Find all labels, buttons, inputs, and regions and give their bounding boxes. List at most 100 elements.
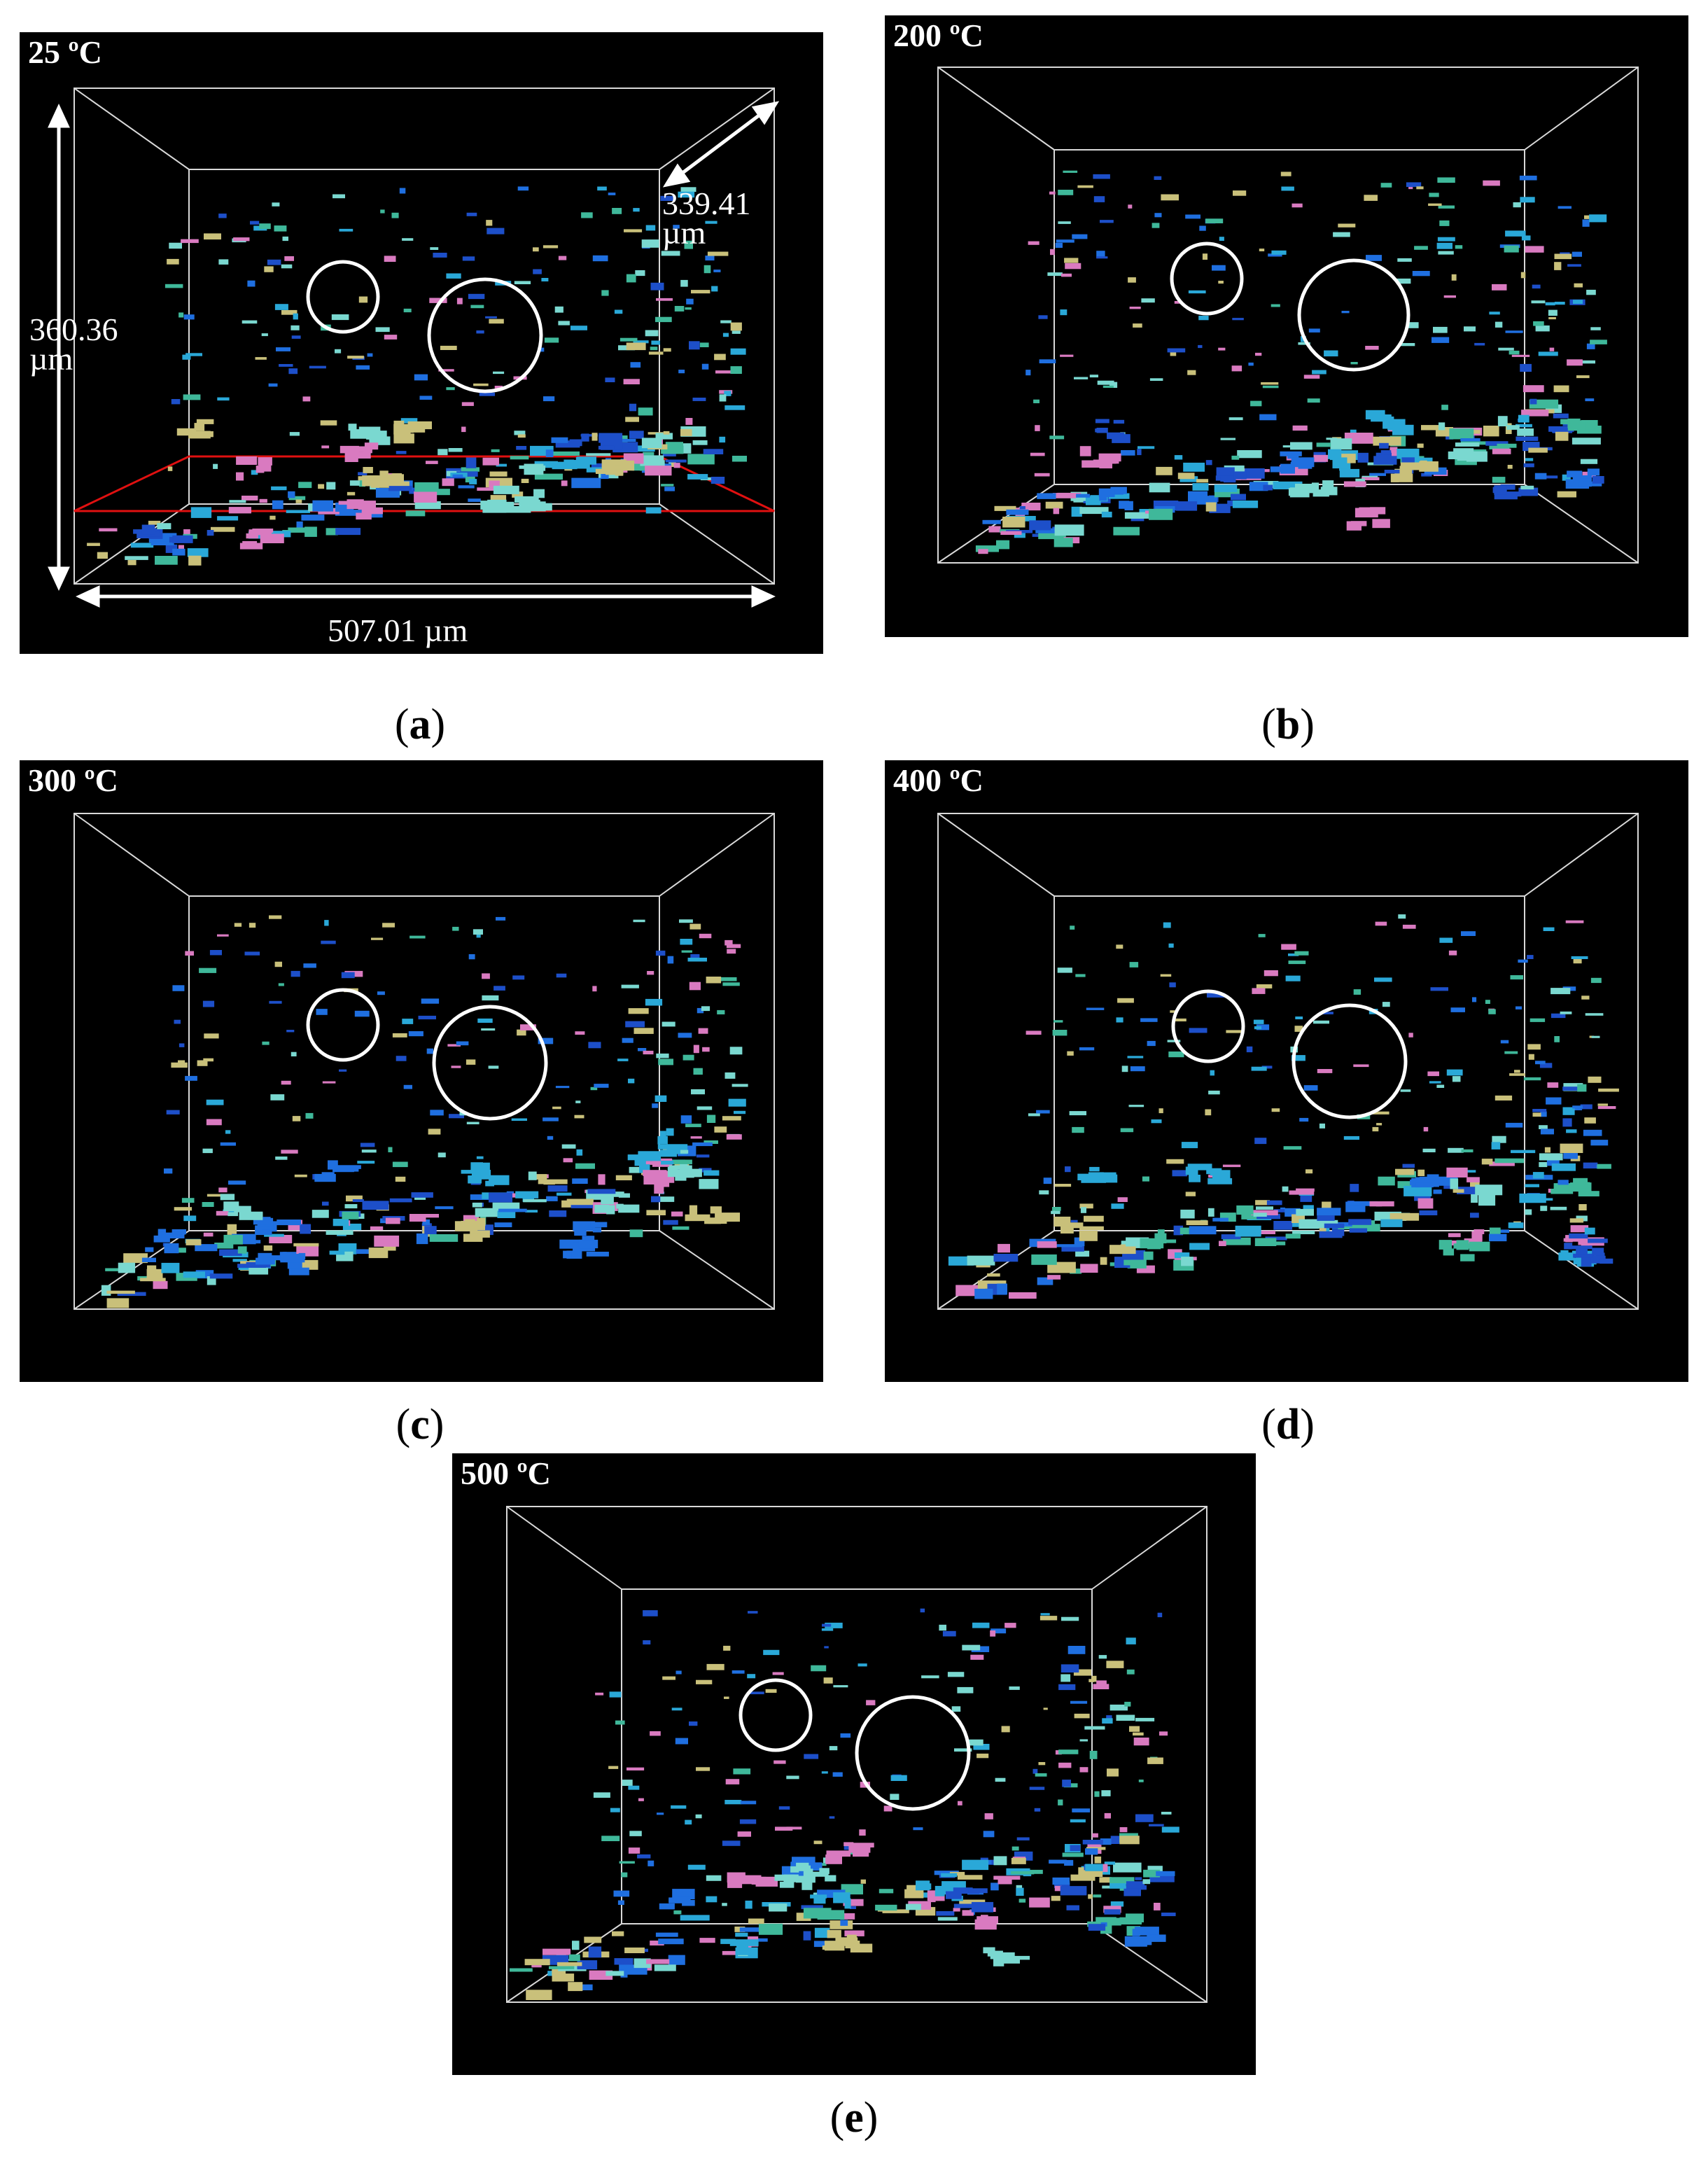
pore-fragment — [1034, 1808, 1041, 1812]
pore-fragment — [461, 467, 479, 472]
pore-fragment — [1180, 476, 1198, 482]
pore-fragment — [339, 228, 354, 232]
pore-fragment — [1317, 1208, 1341, 1216]
temperature-label: 300 ºC — [28, 762, 118, 798]
pore-fragment — [352, 1199, 364, 1202]
pore-fragment — [1298, 342, 1310, 345]
pore-fragment — [1060, 1886, 1087, 1896]
pore-fragment — [1110, 1883, 1126, 1889]
pore-fragment — [1075, 1250, 1090, 1257]
pore-fragment — [393, 433, 414, 444]
pore-fragment — [833, 1685, 848, 1688]
pore-fragment — [1380, 450, 1392, 455]
pore-fragment — [1116, 1017, 1124, 1023]
pore-fragment — [1226, 1030, 1242, 1033]
pore-fragment — [1319, 1231, 1343, 1238]
pore-fragment — [344, 1204, 358, 1209]
pore-fragment — [1322, 480, 1334, 489]
pore-fragment — [302, 396, 311, 402]
pore-fragment — [1517, 428, 1534, 436]
pore-fragment — [202, 1148, 213, 1154]
pore-fragment — [1210, 1070, 1214, 1076]
caption-e: (e) — [830, 2094, 878, 2141]
pore-fragment — [1292, 1055, 1306, 1061]
pore-fragment — [1464, 326, 1476, 332]
pore-fragment — [658, 1938, 684, 1945]
pore-fragment — [563, 1158, 573, 1163]
pore-fragment — [1470, 1213, 1479, 1218]
pore-fragment — [296, 521, 303, 531]
pore-fragment — [1461, 454, 1484, 461]
pore-fragment — [614, 1958, 634, 1965]
pore-fragment — [990, 1882, 999, 1891]
pore-fragment — [725, 1779, 740, 1784]
pore-fragment — [1214, 484, 1238, 492]
pore-fragment — [496, 916, 506, 921]
pore-fragment — [1058, 1684, 1076, 1691]
pore-fragment — [1049, 435, 1065, 440]
pore-fragment — [1375, 921, 1387, 926]
pore-fragment — [264, 266, 274, 272]
pore-fragment — [1189, 1226, 1217, 1235]
pore-fragment — [185, 1075, 197, 1081]
pore-fragment — [680, 279, 688, 287]
pore-fragment — [1590, 340, 1607, 344]
pore-fragment — [663, 348, 671, 352]
pore-fragment — [724, 939, 733, 946]
pore-fragment — [1245, 468, 1265, 479]
pore-fragment — [650, 347, 658, 351]
pore-fragment — [574, 1115, 584, 1119]
pore-cluster — [101, 915, 748, 1308]
pore-fragment — [472, 1202, 482, 1208]
pore-fragment — [627, 1154, 640, 1161]
pore-fragment — [921, 1675, 939, 1679]
pore-fragment — [679, 919, 693, 923]
pore-fragment — [1110, 1704, 1128, 1711]
pore-fragment — [859, 1829, 866, 1836]
pore-fragment — [1101, 1790, 1111, 1796]
pore-fragment — [724, 391, 732, 396]
pore-fragment — [542, 245, 559, 249]
pore-fragment — [601, 290, 609, 296]
pore-fragment — [1491, 1142, 1501, 1150]
pore-fragment — [623, 379, 640, 384]
pore-fragment — [937, 1917, 958, 1921]
pore-fragment — [875, 1904, 897, 1911]
pore-fragment — [652, 1103, 659, 1108]
pore-fragment — [337, 1165, 361, 1169]
pore-cluster — [975, 170, 1607, 554]
pore-fragment — [804, 1754, 819, 1759]
pore-fragment — [646, 1171, 661, 1180]
pore-fragment — [1107, 1768, 1119, 1777]
pore-fragment — [715, 1213, 740, 1222]
pore-fragment — [824, 1646, 829, 1649]
pore-fragment — [825, 1622, 843, 1628]
pore-fragment — [1294, 951, 1309, 956]
pore-fragment — [1583, 1129, 1602, 1136]
pore-fragment — [414, 491, 438, 503]
pore-fragment — [1033, 399, 1040, 403]
pore-fragment — [1256, 1206, 1273, 1210]
pore-fragment — [580, 434, 598, 437]
pore-fragment — [477, 487, 498, 491]
pore-fragment — [488, 1065, 499, 1069]
pore-fragment — [1353, 989, 1362, 995]
pore-fragment — [920, 1608, 925, 1613]
pore-fragment — [118, 1262, 136, 1273]
pore-fragment — [693, 1044, 699, 1054]
pore-fragment — [164, 1168, 173, 1174]
pore-fragment — [595, 1692, 604, 1696]
pore-fragment — [703, 449, 724, 454]
pore-fragment — [1006, 509, 1029, 515]
pore-fragment — [1450, 1007, 1465, 1012]
caption-d: (d) — [1261, 1401, 1315, 1448]
pore-fragment — [342, 1211, 359, 1220]
pore-fragment — [354, 1010, 370, 1017]
pore-fragment — [592, 433, 598, 441]
pore-fragment — [1110, 1877, 1135, 1885]
caption-c: (c) — [396, 1401, 444, 1448]
pore-fragment — [1064, 1859, 1074, 1866]
pore-fragment — [1263, 484, 1273, 491]
pore-fragment — [751, 1876, 766, 1885]
pore-fragment — [1072, 234, 1088, 239]
